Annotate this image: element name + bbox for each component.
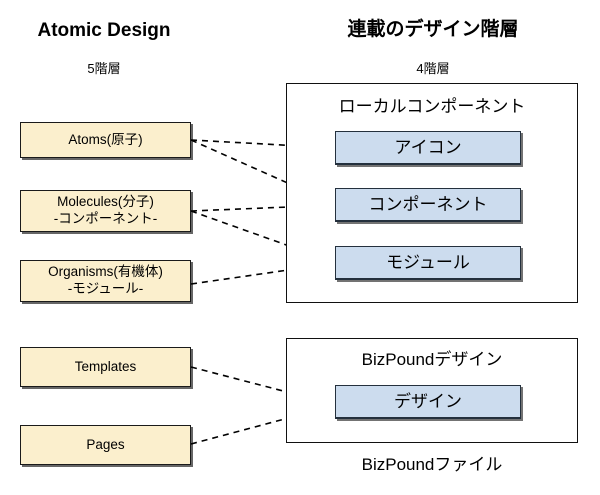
- left-box-molecules-line1: Molecules(分子): [57, 194, 154, 210]
- left-box-pages-line1: Pages: [86, 436, 125, 452]
- right-column-title: 連載のデザイン階層: [347, 19, 519, 40]
- right-box-design-label: デザイン: [394, 392, 462, 411]
- right-box-module[interactable]: モジュール: [335, 246, 521, 280]
- left-column-title: Atomic Design: [37, 20, 171, 41]
- right-box-module-label: モジュール: [386, 253, 470, 272]
- left-box-organisms-line2: -モジュール-: [67, 281, 144, 296]
- left-box-templates-line1: Templates: [74, 358, 137, 374]
- right-box-component[interactable]: コンポーネント: [335, 188, 521, 222]
- right-box-icon[interactable]: アイコン: [335, 131, 521, 165]
- left-box-templates[interactable]: Templates: [20, 347, 191, 387]
- right-box-icon-label: アイコン: [394, 138, 462, 157]
- left-box-atoms[interactable]: Atoms(原子): [20, 122, 191, 158]
- left-box-molecules-line2: -コンポーネント-: [53, 211, 158, 226]
- left-box-molecules[interactable]: Molecules(分子) -コンポーネント-: [20, 190, 191, 232]
- panel-local-component: ローカルコンポーネント アイコン コンポーネント モジュール: [286, 83, 578, 303]
- right-box-design[interactable]: デザイン: [335, 385, 521, 419]
- left-box-atoms-line1: Atoms(原子): [68, 131, 143, 147]
- left-box-pages[interactable]: Pages: [20, 425, 191, 465]
- left-column-subtitle: 5階層: [87, 61, 121, 76]
- panel-bizpound-design-title: BizPoundデザイン: [361, 350, 503, 369]
- bizpound-file-caption: BizPoundファイル: [361, 455, 503, 474]
- panel-bizpound-design: BizPoundデザイン デザイン: [286, 338, 578, 443]
- panel-local-component-title: ローカルコンポーネント: [338, 97, 526, 116]
- connector-molecules-module: [190, 210, 338, 264]
- right-column-subtitle: 4階層: [416, 61, 450, 76]
- left-box-organisms-line1: Organisms(有機体): [48, 264, 163, 280]
- right-box-component-label: コンポーネント: [368, 195, 488, 214]
- left-box-organisms[interactable]: Organisms(有機体) -モジュール-: [20, 260, 191, 302]
